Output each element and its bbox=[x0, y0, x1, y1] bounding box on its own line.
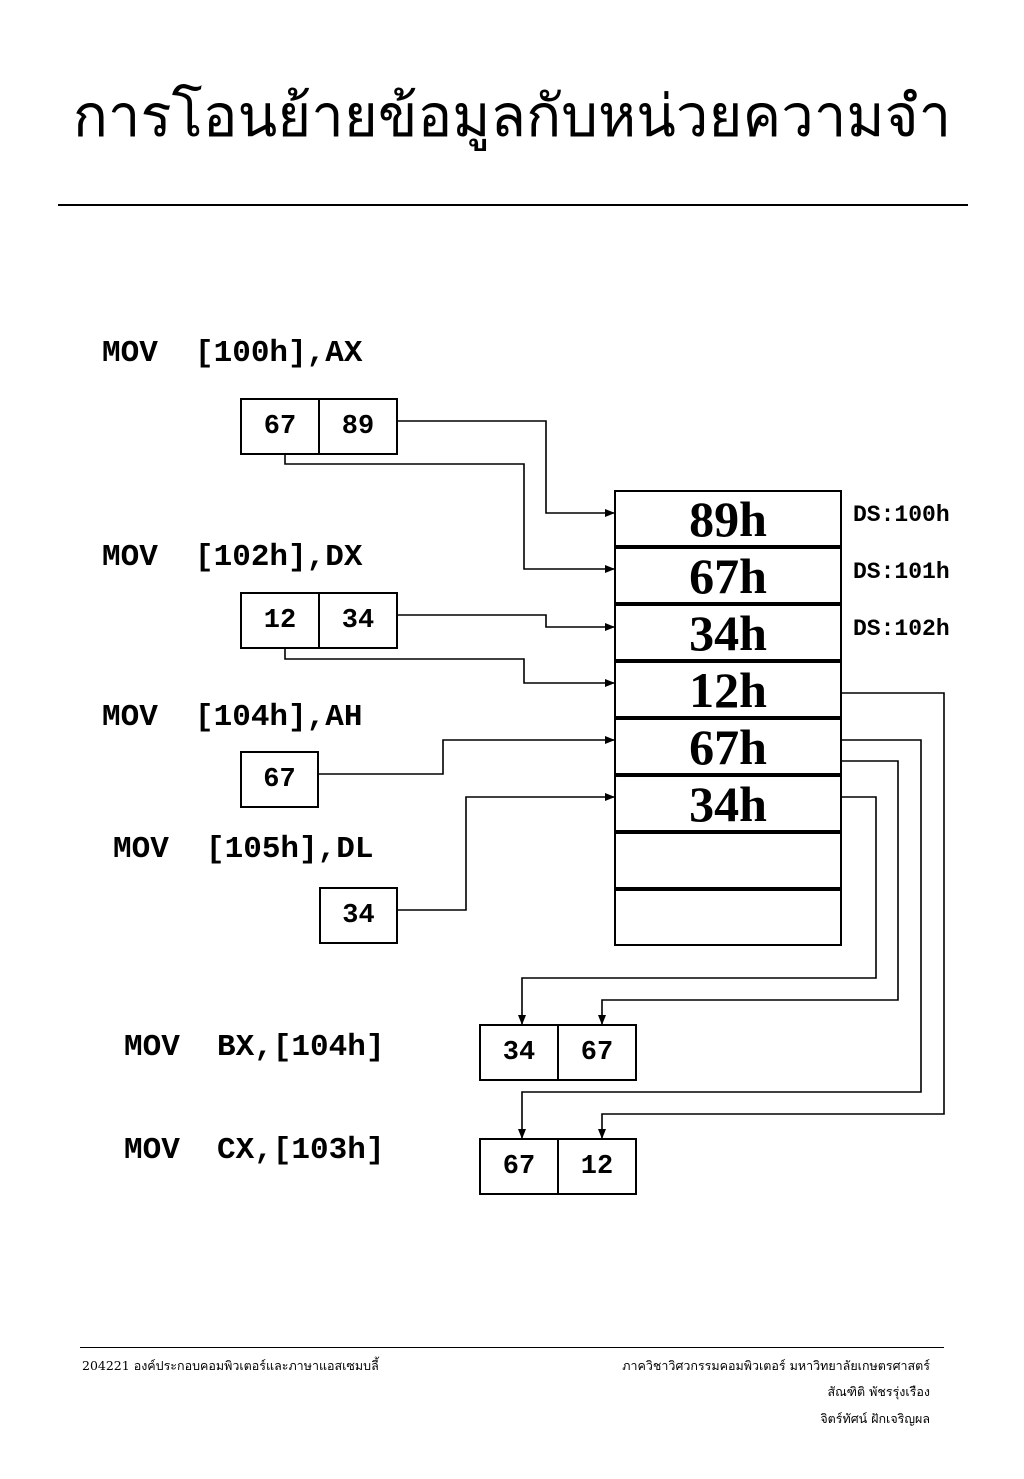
instruction-mov-105h-dl: MOV [105h],DL bbox=[113, 832, 374, 867]
instruction-mov-100h-ax: MOV [100h],AX bbox=[102, 336, 363, 371]
footer-divider bbox=[80, 1347, 944, 1348]
footer-department: ภาควิชาวิศวกรรมคอมพิวเตอร์ มหาวิทยาลัยเก… bbox=[622, 1358, 930, 1373]
arrow-104h-to-bx-low bbox=[598, 760, 899, 1025]
cx-low-byte-box: 12 bbox=[557, 1138, 637, 1195]
page-title: การโอนย้ายข้อมูลกับหน่วยความจำ bbox=[72, 82, 952, 150]
footer-author-2: จิตร์ทัศน์ ฝักเจริญผล bbox=[820, 1411, 930, 1426]
footer-course: 204221 องค์ประกอบคอมพิวเตอร์และภาษาแอสเซ… bbox=[82, 1358, 379, 1373]
memory-cell-100h: 89h bbox=[614, 490, 842, 547]
arrow-dl-to-105h bbox=[398, 793, 615, 911]
address-label-102h: DS:102h bbox=[853, 616, 950, 642]
address-label-100h: DS:100h bbox=[853, 502, 950, 528]
arrow-104h-to-cx-high bbox=[518, 739, 922, 1139]
bx-high-byte-box: 34 bbox=[479, 1024, 559, 1081]
memory-cell-103h: 12h bbox=[614, 661, 842, 718]
arrow-dx-low-to-102h bbox=[398, 614, 615, 631]
title-divider bbox=[58, 204, 968, 206]
instruction-mov-cx-103h: MOV CX,[103h] bbox=[124, 1133, 385, 1168]
dx-low-byte-box: 34 bbox=[318, 592, 398, 649]
bx-low-byte-box: 67 bbox=[557, 1024, 637, 1081]
memory-cell-104h: 67h bbox=[614, 718, 842, 775]
arrow-ax-high-to-101h bbox=[284, 455, 615, 573]
arrow-ah-to-104h bbox=[319, 736, 615, 775]
address-label-101h: DS:101h bbox=[853, 559, 950, 585]
instruction-mov-102h-dx: MOV [102h],DX bbox=[102, 540, 363, 575]
footer-author-1: สัณฑิติ พัชรรุ่งเรือง bbox=[827, 1384, 930, 1399]
memory-cell-106h bbox=[614, 832, 842, 889]
dx-high-byte-box: 12 bbox=[240, 592, 320, 649]
ah-box: 67 bbox=[240, 751, 319, 808]
arrow-103h-to-cx-low bbox=[598, 692, 945, 1139]
ax-low-byte-box: 89 bbox=[318, 398, 398, 455]
instruction-mov-bx-104h: MOV BX,[104h] bbox=[124, 1030, 385, 1065]
instruction-mov-104h-ah: MOV [104h],AH bbox=[102, 700, 363, 735]
memory-cell-107h bbox=[614, 889, 842, 946]
memory-cell-105h: 34h bbox=[614, 775, 842, 832]
memory-cell-101h: 67h bbox=[614, 547, 842, 604]
memory-cell-102h: 34h bbox=[614, 604, 842, 661]
dl-box: 34 bbox=[319, 887, 398, 944]
arrow-105h-to-bx-high bbox=[518, 796, 877, 1025]
arrow-ax-low-to-100h bbox=[398, 420, 615, 517]
arrow-dx-high-to-103h bbox=[284, 649, 615, 687]
